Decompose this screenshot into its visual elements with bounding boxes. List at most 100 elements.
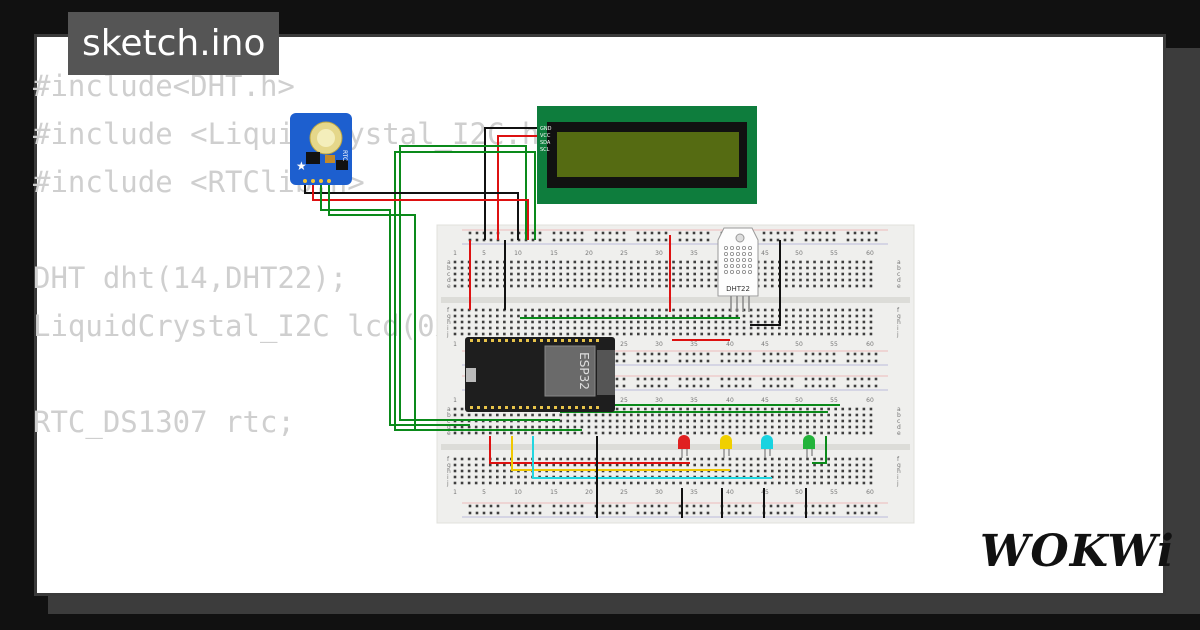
dht22-sensor: DHT22 (717, 227, 759, 312)
breadboard-row-letter: e (447, 430, 451, 437)
breadboard-column-number: 50 (795, 489, 803, 496)
code-line: DHT dht(14,DHT22); (33, 261, 348, 295)
breadboard-column-number: 35 (690, 489, 698, 496)
breadboard-row-letter: a (447, 259, 451, 266)
dht22-label: DHT22 (726, 285, 750, 293)
lcd-pin-label: SCL (540, 147, 550, 153)
wire-black (750, 240, 781, 326)
breadboard-row-letter: i (447, 325, 449, 332)
breadboard-row-letter: d (897, 424, 901, 431)
breadboard-row-letter: f (447, 307, 450, 314)
breadboard-row-letter: g (897, 313, 901, 320)
wire-green (320, 182, 470, 426)
breadboard-column-number: 1 (453, 250, 457, 257)
breadboard-row-letter: c (897, 271, 900, 278)
wire-black (304, 182, 519, 240)
wires (304, 127, 840, 518)
led-green (803, 435, 815, 458)
breadboard-column-number: 10 (514, 250, 522, 257)
breadboard-row-letter: f (447, 456, 450, 463)
breadboard-column-number: 30 (655, 489, 663, 496)
wire-red (489, 436, 690, 464)
breadboard-row-letter: b (897, 412, 901, 419)
breadboard-column-number: 1 (453, 341, 457, 348)
breadboard-column-number: 60 (866, 489, 874, 496)
breadboard-column-number: 25 (620, 397, 628, 404)
breadboard-column-number: 55 (830, 341, 838, 348)
wokwi-logo-text: WOKWi (980, 526, 1175, 577)
breadboard-row-letter: a (897, 259, 901, 266)
breadboard-row-letter: i (447, 474, 449, 481)
file-tab[interactable]: sketch.ino (68, 12, 280, 75)
breadboard-row-letter: h (897, 468, 901, 475)
breadboard-column-number: 15 (550, 250, 558, 257)
breadboard-column-number: 55 (830, 250, 838, 257)
breadboard-column-number: 35 (690, 250, 698, 257)
esp32-board: ESP32 (465, 337, 615, 412)
breadboard-row-letter: d (897, 277, 901, 284)
breadboard-column-number: 5 (482, 250, 486, 257)
breadboard-column-number: 45 (761, 250, 769, 257)
breadboard-column-number: 25 (620, 250, 628, 257)
breadboard-row-letter: a (897, 406, 901, 413)
breadboard-row-letter: j (446, 331, 449, 338)
breadboard-row-letter: g (897, 462, 901, 469)
breadboard-row-letter: i (897, 325, 899, 332)
breadboard-column-number: 25 (620, 489, 628, 496)
breadboard-row-letter: j (446, 480, 449, 487)
led-red (678, 435, 690, 458)
breadboard-column-number: 1 (453, 489, 457, 496)
breadboard-row-letter: a (447, 406, 451, 413)
breadboard-row-letter: c (447, 271, 450, 278)
breadboard-row-letter: h (447, 319, 451, 326)
breadboard-row-letter: d (447, 424, 451, 431)
led-yellow (720, 435, 732, 458)
breadboard-column-number: 25 (620, 341, 628, 348)
breadboard-column-number: 35 (690, 341, 698, 348)
breadboard-column-number: 5 (482, 489, 486, 496)
breadboard-row-letter: d (447, 277, 451, 284)
wire-yellow (511, 436, 730, 471)
breadboard-column-number: 20 (585, 489, 593, 496)
breadboard-row-letter: h (897, 319, 901, 326)
breadboard-row-letter: b (897, 265, 901, 272)
breadboard-column-number: 50 (795, 250, 803, 257)
lcd-display: GND VCC SDA SCL (537, 106, 757, 204)
breadboard-row-letter: e (447, 283, 451, 290)
breadboard-column-number: 1 (453, 397, 457, 404)
breadboard-column-number: 60 (866, 341, 874, 348)
wire-green (394, 151, 582, 431)
breadboard-row-letter: b (447, 412, 451, 419)
breadboard-row-letter: f (897, 456, 900, 463)
breadboard-column-number: 45 (761, 397, 769, 404)
breadboard-column-number: 20 (585, 250, 593, 257)
lcd-pin-label: SDA (540, 140, 551, 146)
breadboard-column-number: 30 (655, 341, 663, 348)
breadboard-column-number: 10 (514, 489, 522, 496)
rtc-module: RTC ★ (290, 113, 352, 185)
breadboard-column-number: 40 (726, 341, 734, 348)
wire-cyan (532, 436, 772, 479)
breadboard-column-number: 40 (726, 489, 734, 496)
breadboard-column-number: 50 (795, 341, 803, 348)
breadboard-column-number: 50 (795, 397, 803, 404)
led-cyan (761, 435, 773, 458)
breadboard-column-number: 55 (830, 397, 838, 404)
breadboard-column-number: 55 (830, 489, 838, 496)
lcd-pin-label: VCC (540, 133, 551, 139)
breadboard-row-letter: c (447, 418, 450, 425)
breadboard-column-number: 45 (761, 341, 769, 348)
wire-red (497, 135, 538, 240)
code-preview: #include<DHT.h>#include <LiquidCrystal_I… (33, 62, 609, 446)
breadboard-row-letter: c (897, 418, 900, 425)
leds (678, 435, 815, 458)
breadboard-row-letter: h (447, 468, 451, 475)
breadboard-column-number: 45 (761, 489, 769, 496)
wire-red (312, 182, 529, 240)
wire-black (484, 127, 538, 240)
wire-green (328, 182, 450, 431)
breadboard-column-number: 40 (726, 397, 734, 404)
breadboard-column-number: 30 (655, 397, 663, 404)
breadboard-row-letter: b (447, 265, 451, 272)
